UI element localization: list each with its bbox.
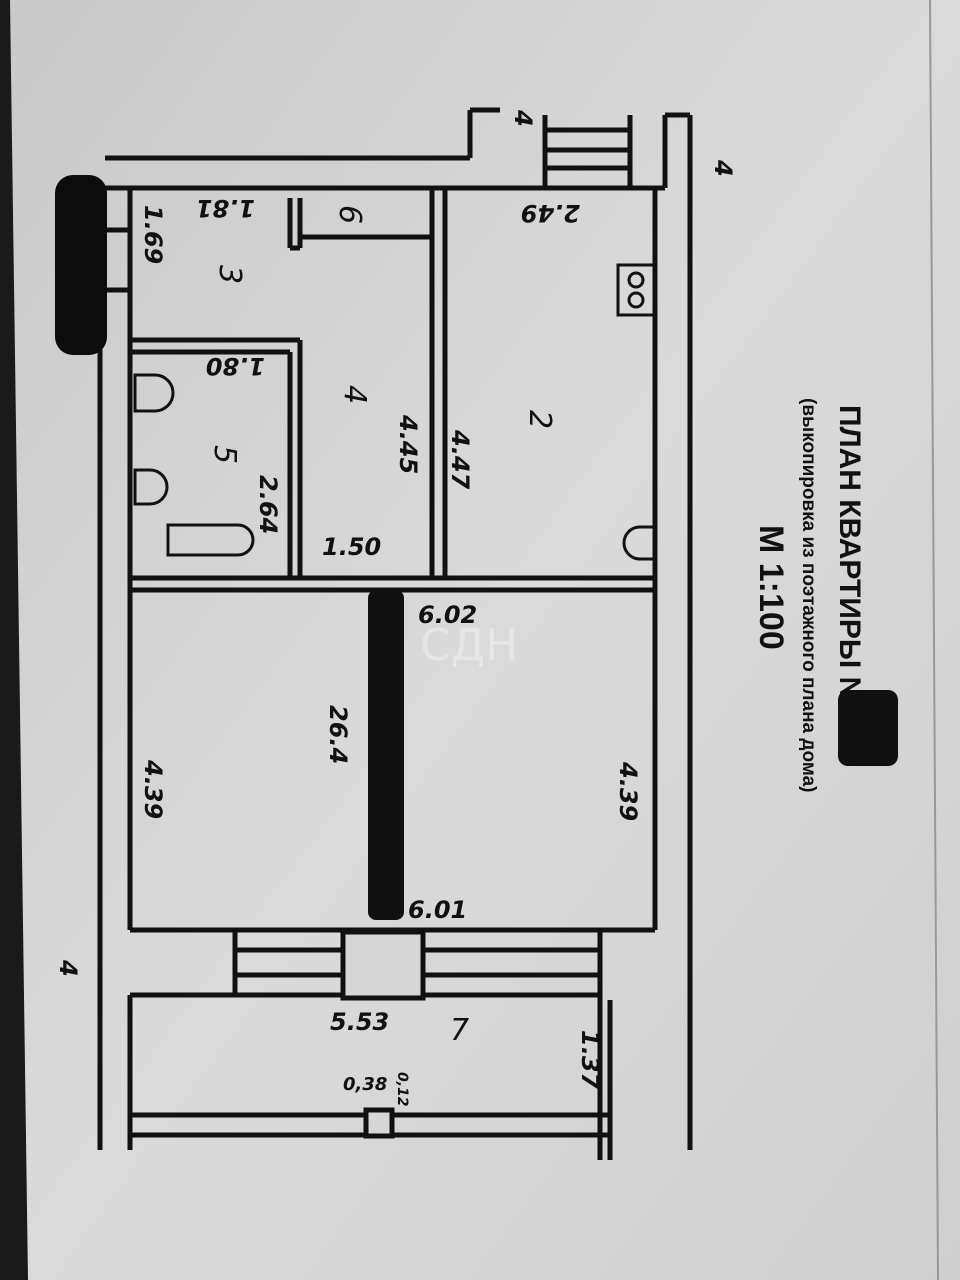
room-numbers: 1 2 3 4 5 6 7: [207, 205, 557, 1048]
redaction-center: [368, 590, 404, 920]
dimensions: 1.81 1.69 2.49 1.80 4.45 4.47 2.64 1.50 …: [139, 194, 642, 1107]
fixtures: [133, 263, 657, 561]
dim-5-53: 5.53: [330, 1008, 389, 1036]
dim-2-64: 2.64: [254, 475, 282, 534]
axis-marks: 4 4 4: [54, 109, 737, 977]
dim-0-38: 0,38: [343, 1074, 387, 1095]
sink-icon: [133, 468, 169, 506]
toilet-icon: [133, 373, 175, 413]
dim-1-50: 1.50: [322, 533, 381, 561]
room-7: 7: [450, 1013, 469, 1048]
redaction-title: [838, 690, 898, 766]
dim-1-80: 1.80: [206, 352, 265, 380]
dim-0-12: 0,12: [394, 1072, 410, 1107]
dim-26-4: 26.4: [324, 705, 352, 764]
axis-mark-left: 4: [54, 959, 82, 977]
plan-subtitle: (выкопировка из поэтажного плана дома): [798, 398, 819, 793]
dim-6-02: 6.02: [418, 601, 477, 629]
dim-1-37: 1.37: [576, 1030, 604, 1090]
redaction-left: [55, 175, 107, 355]
room-2: 2: [522, 410, 557, 429]
dim-1-81: 1.81: [196, 194, 255, 222]
room-4: 4: [337, 385, 372, 404]
dim-6-01: 6.01: [408, 896, 467, 924]
room-3: 3: [212, 265, 247, 284]
walls: [97, 107, 693, 1160]
paper-sheet: [10, 0, 960, 1280]
plan-scale: М 1:100: [752, 525, 790, 650]
dim-1-69: 1.69: [139, 205, 167, 264]
paper-edge: [929, 0, 939, 1280]
room-1: 1: [368, 721, 403, 740]
dim-4-47: 4.47: [446, 429, 474, 490]
watermark: СДН: [420, 620, 518, 671]
axis-mark-top-right: 4: [709, 159, 737, 177]
dim-4-39-right: 4.39: [614, 761, 642, 821]
kitchen-sink-icon: [622, 525, 655, 561]
bathtub-icon: [166, 523, 255, 557]
dim-4-45: 4.45: [394, 414, 422, 474]
title-block: ПЛАН КВАРТИРЫ № (выкопировка из поэтажно…: [752, 398, 866, 793]
axis-mark-top-left: 4: [509, 109, 537, 127]
plan-title: ПЛАН КВАРТИРЫ №: [833, 405, 866, 710]
stove-icon: [616, 263, 657, 317]
dim-2-49: 2.49: [521, 199, 580, 227]
room-6: 6: [332, 205, 367, 224]
dim-4-39-left: 4.39: [139, 759, 167, 819]
room-5: 5: [207, 445, 242, 464]
